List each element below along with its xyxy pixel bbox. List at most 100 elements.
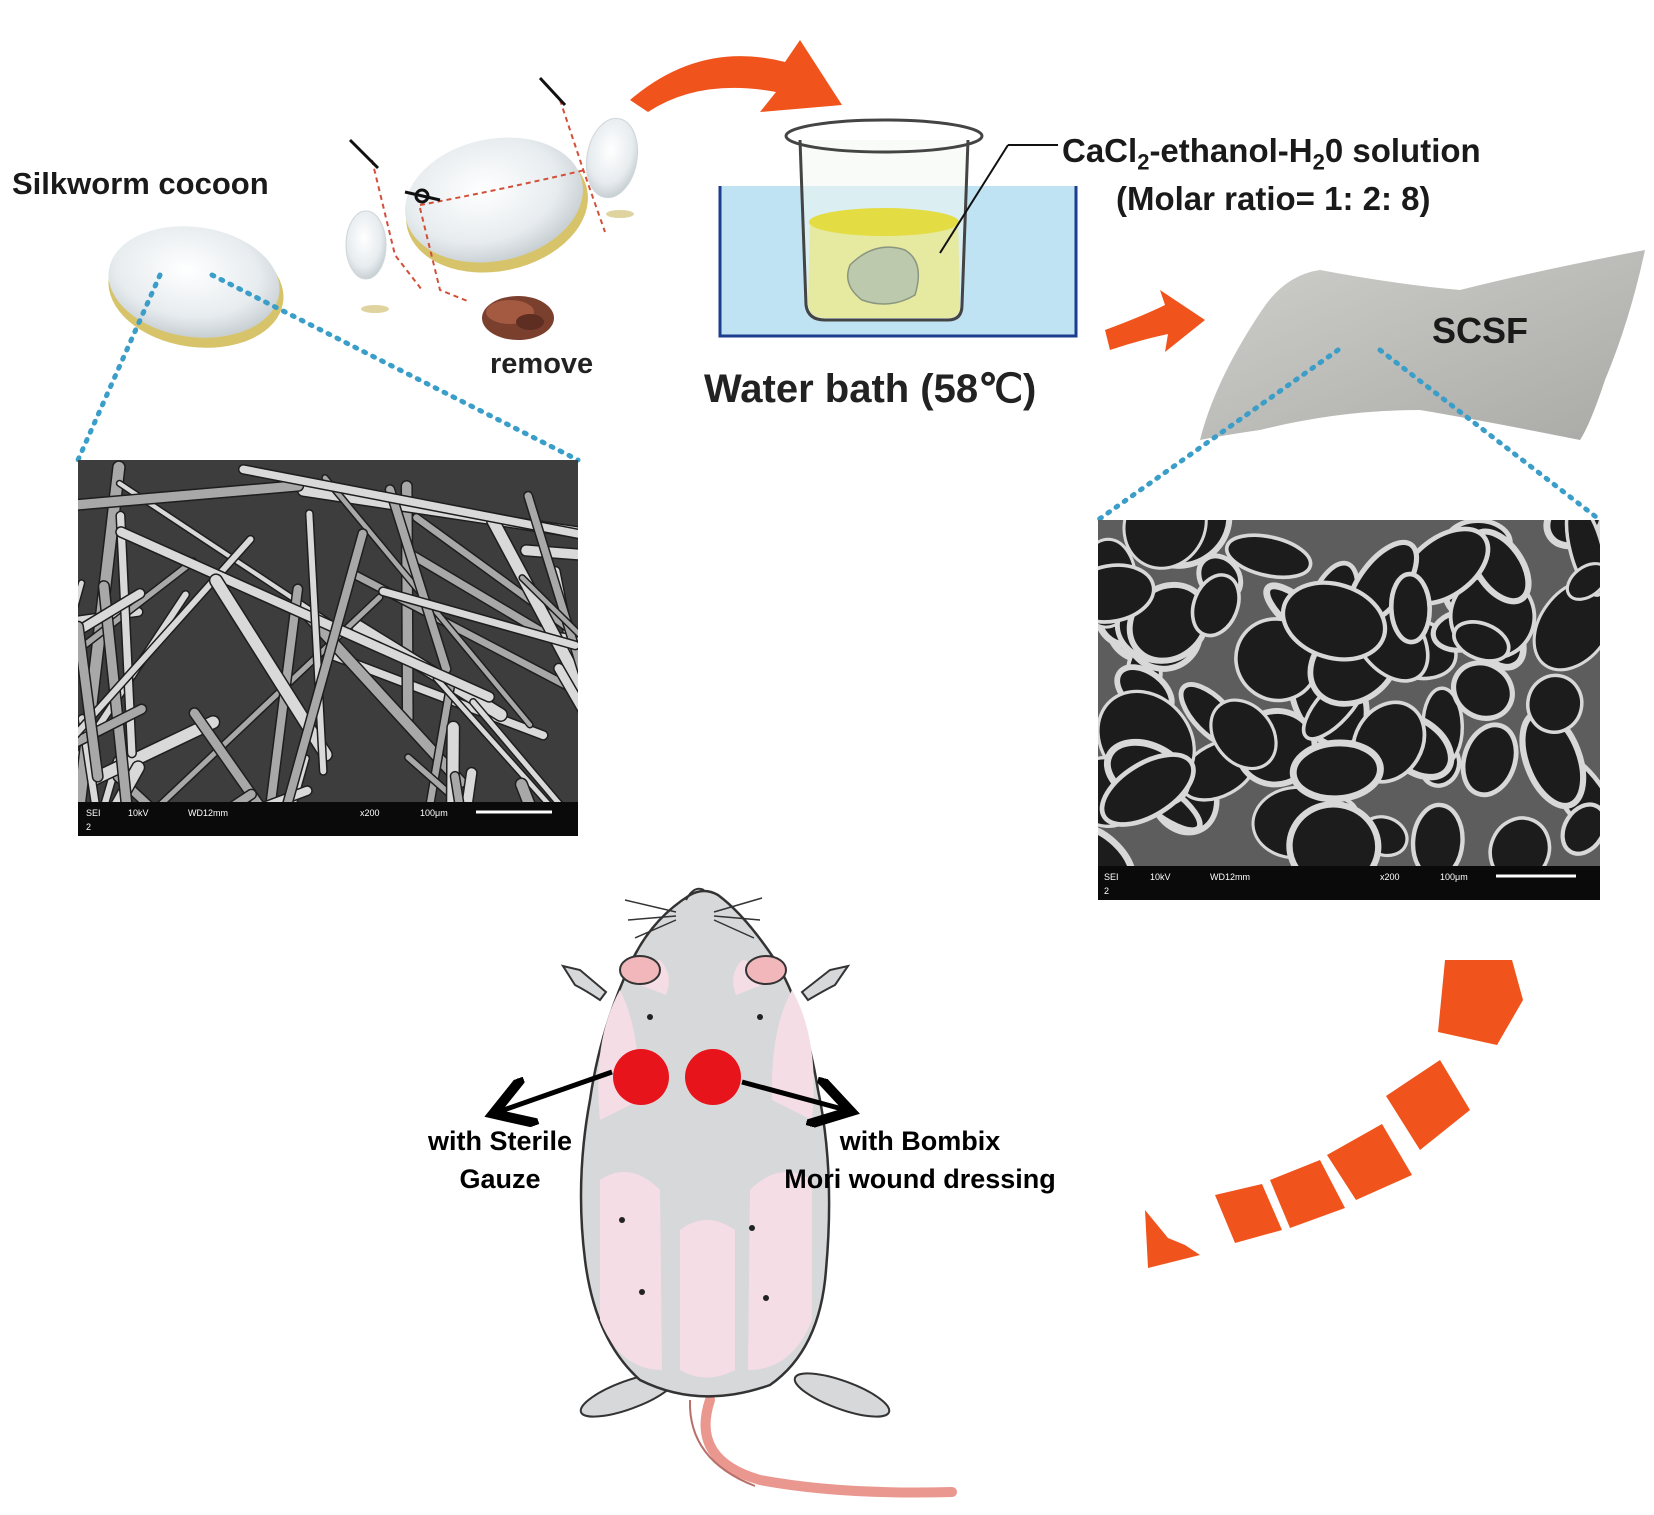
svg-text:x200: x200 [360, 808, 380, 818]
svg-text:WD12mm: WD12mm [1210, 872, 1250, 882]
fiber [266, 584, 302, 802]
fiber [519, 575, 578, 637]
solution-sub2: 2 [1312, 149, 1325, 175]
pore [1532, 578, 1600, 672]
pore [1289, 739, 1384, 803]
svg-text:2: 2 [86, 822, 91, 832]
pore [1565, 562, 1600, 601]
scissors-icon [348, 76, 567, 204]
pore [1560, 802, 1600, 856]
fiber [190, 708, 263, 802]
pore [1098, 823, 1137, 866]
label-remove: remove [490, 348, 594, 380]
sem-left-scale-bar: SEI 10kV WD12mm x200 100μm 2 [78, 802, 578, 836]
arrow-to-water-bath [630, 40, 842, 112]
zoom-lines-left [75, 272, 581, 463]
scsf-sheet [1200, 250, 1645, 440]
svg-text:WD12mm: WD12mm [188, 808, 228, 818]
svg-text:100μm: 100μm [1440, 872, 1468, 882]
dressing-line1: with Bombix [839, 1126, 1001, 1156]
label-scsf: SCSF [1432, 310, 1529, 351]
dressing-line2: Mori wound dressing [784, 1164, 1056, 1194]
fiber [116, 527, 494, 702]
pore [1452, 620, 1511, 663]
pore [1410, 802, 1465, 866]
wound-sites [613, 1049, 741, 1105]
fiber-shadow [553, 631, 578, 643]
fiber [487, 515, 578, 693]
fiber [413, 514, 578, 640]
whole-cocoon [108, 226, 284, 348]
fiber [410, 552, 578, 658]
pupa-icon [482, 296, 554, 340]
pore [1526, 673, 1584, 734]
label-water-bath: Water bath (58℃) [704, 367, 1037, 411]
pore [1451, 660, 1515, 721]
sem-image-cocoon-fibers: SEI 10kV WD12mm x200 100μm 2 [78, 460, 578, 836]
solution-sub1: 2 [1137, 149, 1150, 175]
fiber [78, 622, 103, 782]
pore [1190, 573, 1241, 638]
svg-text:SEI: SEI [1104, 872, 1119, 882]
solution-suffix: 0 solution [1324, 132, 1481, 169]
gauze-line1: with Sterile [427, 1126, 573, 1156]
fiber [306, 510, 327, 775]
pointer-arrows [498, 1069, 846, 1112]
fiber [427, 675, 455, 802]
pore [1098, 563, 1156, 624]
svg-text:SEI: SEI [86, 808, 101, 818]
arrow-to-scsf [1105, 290, 1205, 352]
fiber [78, 580, 84, 605]
fiber-shadow [78, 579, 86, 611]
sem-image-scsf-pores: SEI 10kV WD12mm x200 100μm 2 [1098, 520, 1600, 900]
cut-cocoon [345, 99, 639, 313]
pore [1122, 520, 1208, 570]
fiber [78, 558, 196, 654]
fiber [99, 581, 132, 802]
arrow-to-mouse [1145, 960, 1523, 1268]
pore [1209, 698, 1278, 771]
fiber [78, 481, 303, 510]
mouse-icon [560, 887, 957, 1498]
pore [1460, 722, 1519, 798]
label-silkworm-cocoon: Silkworm cocoon [12, 166, 269, 201]
fiber [78, 715, 99, 802]
solution-mid: -ethanol-H [1149, 132, 1313, 169]
pore [1280, 580, 1388, 662]
svg-text:10kV: 10kV [1150, 872, 1171, 882]
fiber [239, 465, 578, 538]
fiber [348, 569, 578, 696]
fiber [524, 492, 578, 670]
fiber [521, 545, 578, 560]
svg-text:x200: x200 [1380, 872, 1400, 882]
fiber [555, 633, 578, 641]
svg-text:100μm: 100μm [420, 808, 448, 818]
solution-prefix: CaCl [1062, 132, 1138, 169]
sem-right-scale-bar: SEI 10kV WD12mm x200 100μm 2 [1098, 866, 1600, 900]
svg-text:10kV: 10kV [128, 808, 149, 818]
fiber [470, 699, 562, 802]
zoom-lines-right [1095, 347, 1603, 523]
fiber-shadow [553, 662, 578, 714]
pore [1099, 752, 1196, 827]
fiber [554, 664, 578, 711]
fiber [78, 716, 219, 793]
fiber [78, 704, 146, 746]
pore [1224, 533, 1313, 580]
label-solution: CaCl2-ethanol-H20 solution [1062, 132, 1481, 176]
label-bombix-dressing: with Bombix Mori wound dressing [770, 1122, 1070, 1198]
pore [1388, 571, 1432, 645]
fiber [386, 485, 451, 674]
gauze-line2: Gauze [459, 1164, 541, 1194]
fiber [283, 529, 367, 802]
pore [1488, 816, 1552, 866]
fiber [434, 676, 550, 802]
label-sterile-gauze: with Sterile Gauze [370, 1122, 630, 1198]
svg-text:2: 2 [1104, 886, 1109, 896]
solution-leader-line [939, 144, 1009, 254]
fiber [379, 587, 578, 649]
label-molar-ratio: (Molar ratio= 1: 2: 8) [1116, 180, 1431, 217]
beaker-icon [784, 118, 984, 322]
fiber [78, 461, 125, 802]
